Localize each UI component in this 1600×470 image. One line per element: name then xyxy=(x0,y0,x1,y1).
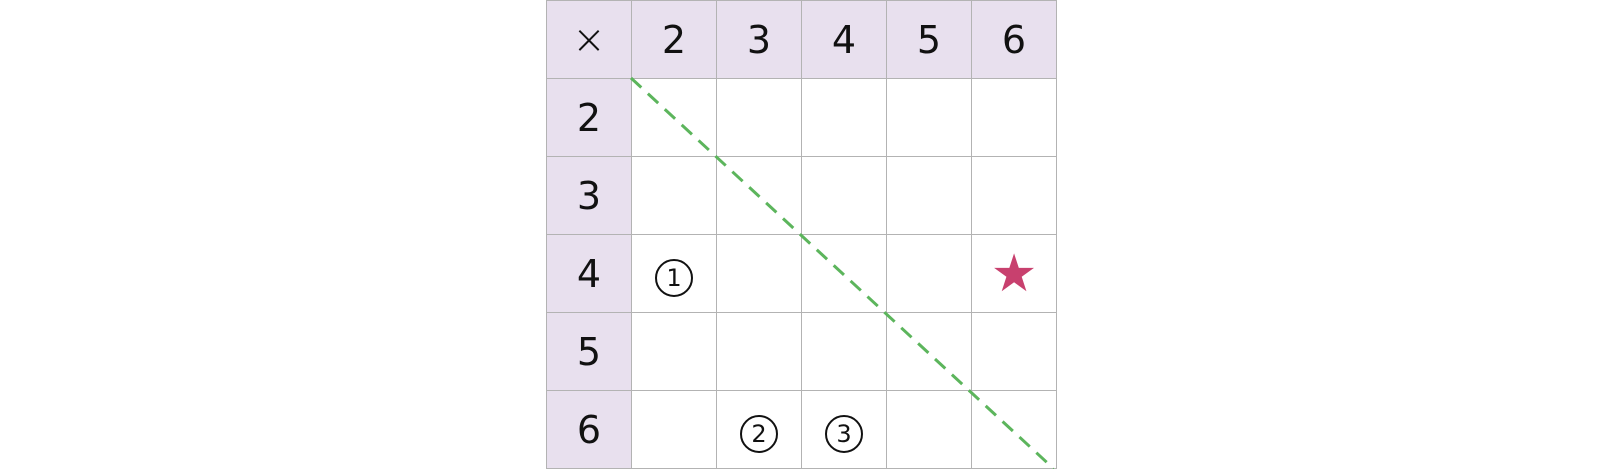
cell-r5-c3 xyxy=(716,312,802,391)
cell-r5-c2 xyxy=(631,312,717,391)
times-icon: × xyxy=(572,16,606,63)
cell-r5-c6 xyxy=(971,312,1057,391)
column-header-2: 2 xyxy=(631,0,717,79)
cell-r3-c3 xyxy=(716,156,802,235)
cell-r6-c6 xyxy=(971,390,1057,469)
table-row: 4 1 ★ xyxy=(546,234,1057,313)
cell-r5-c5 xyxy=(886,312,972,391)
cell-r4-c4 xyxy=(801,234,887,313)
cell-r4-c3 xyxy=(716,234,802,313)
table-row: 2 xyxy=(546,78,1057,157)
multiplication-table: × 2 3 4 5 6 2 3 4 1 xyxy=(546,0,1057,469)
cell-r2-c6 xyxy=(971,78,1057,157)
cell-r3-c5 xyxy=(886,156,972,235)
row-header-5: 5 xyxy=(546,312,632,391)
column-header-3: 3 xyxy=(716,0,802,79)
cell-r5-c4 xyxy=(801,312,887,391)
cell-r6-c4: 3 xyxy=(801,390,887,469)
cell-r4-c5 xyxy=(886,234,972,313)
column-header-5: 5 xyxy=(886,0,972,79)
cell-r3-c4 xyxy=(801,156,887,235)
circled-number-marker: 2 xyxy=(740,414,778,453)
cell-r6-c2 xyxy=(631,390,717,469)
multiplication-grid: × 2 3 4 5 6 2 3 4 1 xyxy=(546,0,1057,469)
cell-r4-c2: 1 xyxy=(631,234,717,313)
row-header-2: 2 xyxy=(546,78,632,157)
cell-r2-c4 xyxy=(801,78,887,157)
cell-r2-c5 xyxy=(886,78,972,157)
cell-r6-c3: 2 xyxy=(716,390,802,469)
cell-r3-c6 xyxy=(971,156,1057,235)
circled-number-marker: 3 xyxy=(825,414,863,453)
table-row: 6 2 3 xyxy=(546,390,1057,469)
cell-r4-c6: ★ xyxy=(971,234,1057,313)
star-icon: ★ xyxy=(990,243,1038,304)
cell-r2-c3 xyxy=(716,78,802,157)
row-header-3: 3 xyxy=(546,156,632,235)
table-row: 5 xyxy=(546,312,1057,391)
column-header-4: 4 xyxy=(801,0,887,79)
table-row: 3 xyxy=(546,156,1057,235)
cell-r3-c2 xyxy=(631,156,717,235)
row-header-4: 4 xyxy=(546,234,632,313)
header-row: × 2 3 4 5 6 xyxy=(546,0,1057,79)
row-header-6: 6 xyxy=(546,390,632,469)
corner-cell: × xyxy=(546,0,632,79)
column-header-6: 6 xyxy=(971,0,1057,79)
cell-r2-c2 xyxy=(631,78,717,157)
cell-r6-c5 xyxy=(886,390,972,469)
circled-number-marker: 1 xyxy=(655,258,693,297)
